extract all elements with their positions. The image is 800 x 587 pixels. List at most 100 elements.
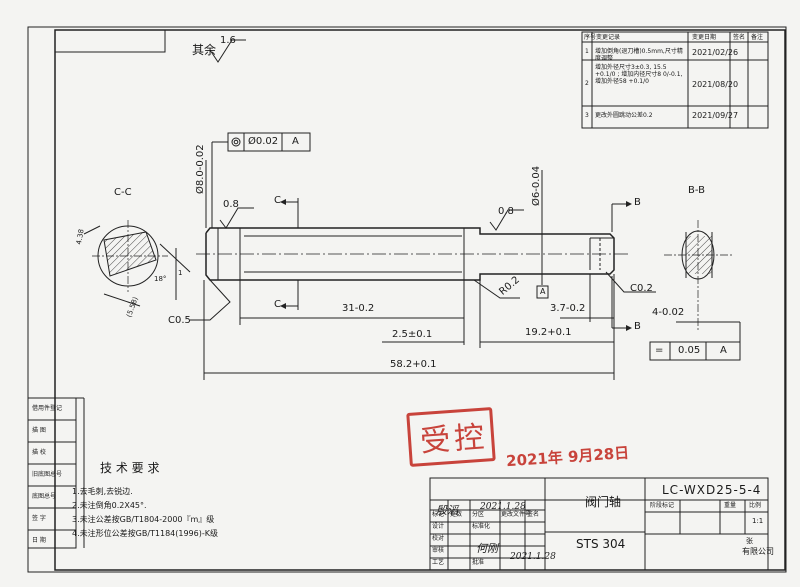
left-label-7: 日 期 xyxy=(32,537,46,544)
tb-approve: 批准 xyxy=(472,559,485,566)
leader-c02 xyxy=(605,271,656,293)
handwritten-sig-2: 何刚 xyxy=(476,542,498,555)
rev-row-1-no: 1 xyxy=(585,48,589,55)
dim-4: 4-0.02 xyxy=(652,307,685,318)
dim-dia6: Ø6-0.04 xyxy=(531,165,542,206)
section-c-top: C xyxy=(274,195,281,206)
roughness-right-value: 0.8 xyxy=(498,206,514,217)
rev-row-1-desc: 增加倒角(退刀槽)0.5mm,尺寸精度调整 xyxy=(595,48,683,63)
left-label-4: 旧底图总号 xyxy=(32,471,63,478)
rev-row-3-date: 2021/09/27 xyxy=(692,111,739,120)
left-label-1: 借用件登记 xyxy=(32,405,63,412)
rev-header-no: 序号 xyxy=(584,34,597,41)
tb-weight: 重量 xyxy=(724,502,737,509)
tol-datum: A xyxy=(292,136,299,147)
inner-frame xyxy=(54,29,786,571)
tb-label-change-doc: 更改文件号 xyxy=(501,511,532,518)
tolerance-frame-symmetry xyxy=(649,341,741,361)
tb-label-zone: 分区 xyxy=(472,511,485,518)
section-c-bottom: C xyxy=(274,299,281,310)
rev-row-3-no: 3 xyxy=(585,112,589,119)
tb-scale: 1:1 xyxy=(752,517,764,525)
handwritten-sig-1: 殷滔 xyxy=(436,504,458,517)
sym-symbol: = xyxy=(655,345,664,356)
rev-row-3-desc: 更改外圆跳动公差0.2 xyxy=(595,112,653,119)
rev-header-date: 变更日期 xyxy=(692,34,717,41)
tb-check: 校对 xyxy=(432,535,445,542)
tb-company: 有限公司 xyxy=(742,547,774,556)
arrowhead-c-bottom xyxy=(280,303,286,309)
section-b-b xyxy=(664,220,741,342)
tb-label-count: 处数 xyxy=(450,511,463,518)
section-b-b-label: B-B xyxy=(688,185,705,196)
dim-31: 31-0.2 xyxy=(342,303,375,314)
roughness-general-label: 其余 xyxy=(192,43,217,57)
revision-table xyxy=(581,31,769,129)
title-block xyxy=(429,477,769,571)
dim-2-5: 2.5±0.1 xyxy=(392,329,433,340)
handwritten-date-2: 2021.1.28 xyxy=(510,552,556,562)
tech-req-3: 3.未注公差按GB/T1804-2000『m』级 xyxy=(72,515,215,524)
left-label-5: 底图总号 xyxy=(32,493,57,500)
tech-req-1: 1.去毛刺,去锐边. xyxy=(72,487,133,496)
dim-dia8: Ø8.0-0.02 xyxy=(195,144,206,194)
rev-header-sign: 签名 xyxy=(733,34,746,41)
rev-header-note: 备注 xyxy=(751,34,764,41)
dim-c02: C0.2 xyxy=(630,283,653,294)
tb-process: 工艺 xyxy=(432,559,445,566)
left-label-2: 描 图 xyxy=(32,427,46,434)
tb-stage: 阶段标记 xyxy=(650,502,675,509)
tech-req-title: 技 术 要 求 xyxy=(100,461,160,475)
tol-value: Ø0.02 xyxy=(248,136,279,147)
roughness-general-value: 1.6 xyxy=(220,35,236,46)
outer-frame xyxy=(27,26,787,573)
left-label-3: 描 校 xyxy=(32,449,46,456)
section-c-c-label: C-C xyxy=(114,187,132,198)
dim-58-2: 58.2+0.1 xyxy=(390,359,437,370)
sym-datum: A xyxy=(720,345,727,356)
section-c-c xyxy=(83,220,191,307)
tb-design: 设计 xyxy=(432,523,445,530)
tb-label-sign: 签名 xyxy=(527,511,540,518)
roughness-left-value: 0.8 xyxy=(223,199,239,210)
drawing-number: LC-WXD25-5-4 xyxy=(662,483,762,497)
rev-header-desc: 变更记录 xyxy=(596,34,621,41)
tech-req-4: 4.未注形位公差按GB/T1184(1996)-K级 xyxy=(72,529,218,538)
dim-c05: C0.5 xyxy=(168,315,191,326)
corner-label-box xyxy=(54,29,166,53)
dim-3-7: 3.7-0.2 xyxy=(550,303,586,314)
cc-dim-1: 1 xyxy=(178,269,183,277)
stamp-text: 受控 xyxy=(419,419,490,460)
material: STS 304 xyxy=(576,537,626,551)
sym-value: 0.05 xyxy=(678,345,701,356)
dim-19-2: 19.2+0.1 xyxy=(525,327,572,338)
roughness-symbol-right xyxy=(489,209,524,231)
rev-row-2-no: 2 xyxy=(585,80,589,87)
tb-review: 审核 xyxy=(432,547,445,554)
tb-standard: 标准化 xyxy=(472,523,491,530)
datum-a-box xyxy=(536,285,549,299)
tb-scale-label: 比例 xyxy=(749,502,762,509)
leader-r02 xyxy=(473,279,520,299)
section-b-bottom: B xyxy=(634,321,641,332)
tech-req-2: 2.未注倒角0.2X45°. xyxy=(72,501,147,510)
roughness-symbol-general xyxy=(209,39,246,63)
section-b-top: B xyxy=(634,197,641,208)
tb-sheet: 张 xyxy=(746,537,753,545)
rev-row-2-desc: 增加外径尺寸3±0.3, 15.5 +0.1/0 ; 增加内径尺寸8 0/-0.… xyxy=(595,64,683,86)
roughness-symbol-left xyxy=(219,207,254,229)
datum-a: A xyxy=(540,287,546,296)
handwritten-date-1: 2021.1.28 xyxy=(480,502,526,512)
arrowhead-c-top xyxy=(280,199,286,205)
part-name: 阀门轴 xyxy=(585,495,622,509)
leader-c05 xyxy=(190,279,231,321)
arrowhead-b-top xyxy=(626,201,632,207)
cc-dim-18deg: 18° xyxy=(154,275,167,283)
tb-label-mark: 标记 xyxy=(432,511,445,518)
left-label-column xyxy=(27,397,85,549)
arrowhead-b-bottom xyxy=(626,325,632,331)
rev-row-2-date: 2021/08/20 xyxy=(692,80,739,89)
rev-row-1-date: 2021/02/26 xyxy=(692,48,739,57)
